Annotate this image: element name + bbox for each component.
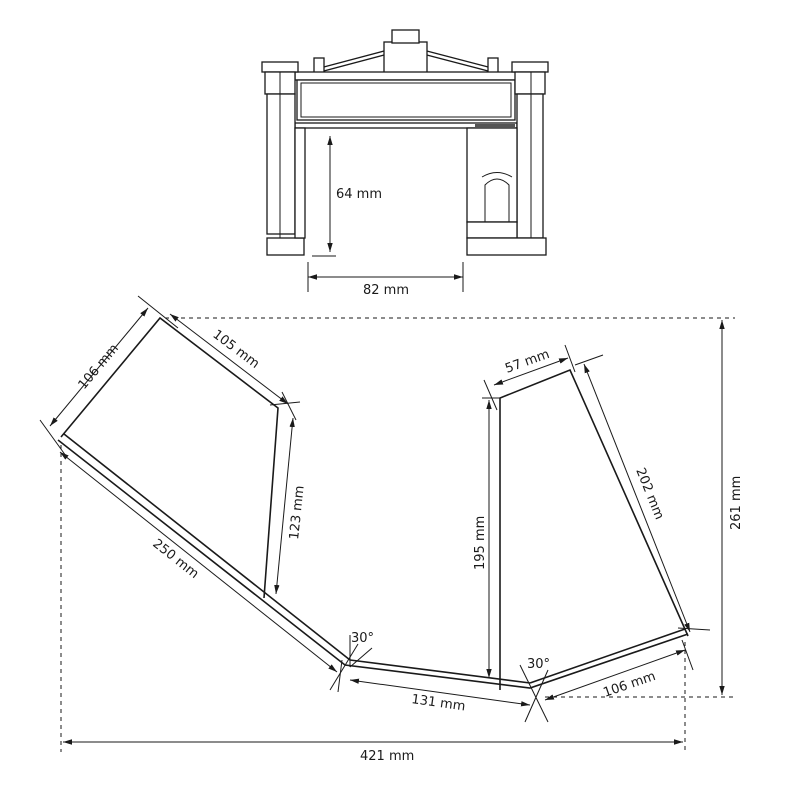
width-label: 82 mm bbox=[363, 283, 409, 298]
label-left-top: 105 mm bbox=[210, 327, 262, 372]
label-left-inner: 123 mm bbox=[287, 485, 308, 541]
label-left-short: 106 mm bbox=[76, 341, 122, 392]
height-label: 64 mm bbox=[336, 187, 382, 202]
dim-line-right-long bbox=[583, 363, 691, 633]
dim-line-right-top bbox=[493, 357, 569, 386]
label-bottom-right: 106 mm bbox=[601, 669, 657, 701]
dim-line-left-top bbox=[169, 313, 289, 405]
dim-line-bottom-right bbox=[544, 649, 686, 701]
label-right-long: 202 mm bbox=[632, 466, 666, 522]
label-right-inner: 195 mm bbox=[473, 516, 488, 570]
label-left-angle: 30° bbox=[351, 631, 374, 646]
label-bottom-middle: 131 mm bbox=[410, 692, 466, 714]
dim-line-left-long bbox=[59, 451, 338, 673]
label-right-angle: 30° bbox=[527, 657, 550, 672]
dim-line-left-short bbox=[49, 307, 149, 427]
dim-line-bottom-middle bbox=[349, 678, 531, 707]
label-total-width: 421 mm bbox=[360, 749, 414, 764]
label-total-height: 261 mm bbox=[729, 476, 744, 530]
building-elevation bbox=[261, 29, 549, 256]
